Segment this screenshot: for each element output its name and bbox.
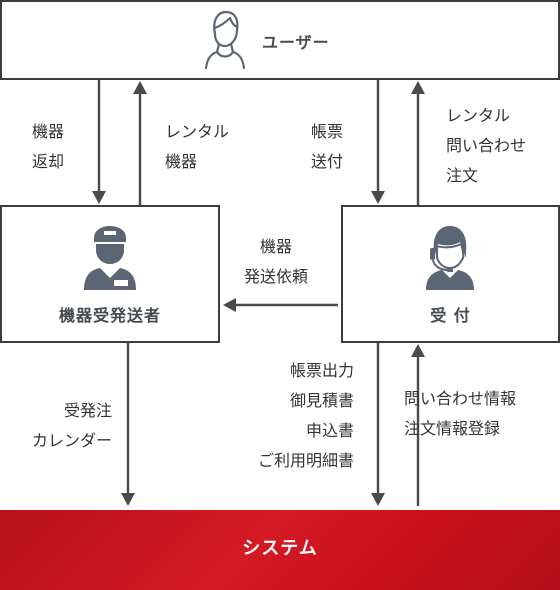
- label-shipper-to-system: 受発注カレンダー: [31, 401, 112, 450]
- label-reception-to-system: 帳票出力御見積書申込書ご利用明細書: [257, 361, 354, 470]
- reception-label: 受 付: [430, 306, 471, 325]
- operator-headset-icon: [426, 226, 474, 290]
- user-label: ユーザー: [262, 33, 330, 52]
- label-shipper-to-user: レンタル機器: [165, 122, 230, 171]
- label-reception-to-user: レンタル問い合わせ注文: [446, 106, 527, 185]
- user-box: [0, 0, 560, 80]
- label-user-to-reception: 帳票送付: [311, 122, 344, 171]
- system-bar: [0, 510, 560, 590]
- label-user-to-shipper: 機器返却: [32, 122, 65, 171]
- person-icon: [204, 10, 246, 70]
- worker-icon: [84, 226, 136, 290]
- label-system-to-reception: 問い合わせ情報注文情報登録: [404, 389, 517, 438]
- label-reception-to-shipper: 機器発送依頼: [243, 237, 308, 286]
- system-label: システム: [242, 538, 318, 559]
- shipper-label: 機器受発送者: [58, 306, 161, 325]
